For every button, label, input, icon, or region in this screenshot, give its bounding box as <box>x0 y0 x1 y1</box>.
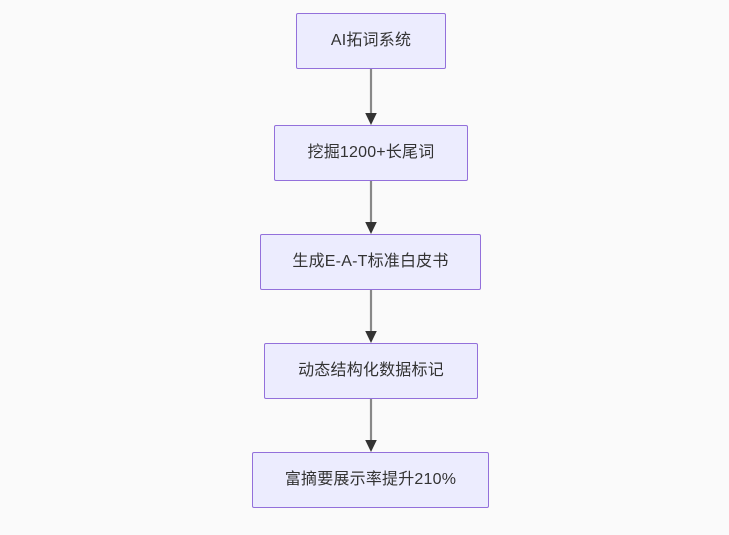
node-label: 动态结构化数据标记 <box>298 362 444 380</box>
flowchart-node-dynamic-structured-data-markup[interactable]: 动态结构化数据标记 <box>264 343 478 399</box>
edge-arrow-icon <box>365 398 377 452</box>
edge-n2-n3 <box>355 181 387 234</box>
node-label: 富摘要展示率提升210% <box>284 471 457 489</box>
edge-n3-n4 <box>355 289 387 343</box>
edge-n4-n5 <box>355 398 387 452</box>
flowchart-node-ai-keyword-system[interactable]: AI拓词系统 <box>296 13 446 69</box>
flowchart-node-rich-snippet-impression-lift[interactable]: 富摘要展示率提升210% <box>252 452 489 508</box>
edge-arrow-icon <box>365 181 377 234</box>
edge-n1-n2 <box>355 69 387 125</box>
flowchart-node-mine-longtail-keywords[interactable]: 挖掘1200+长尾词 <box>274 125 468 181</box>
edge-arrow-icon <box>365 69 377 125</box>
edge-arrow-icon <box>365 289 377 343</box>
node-label: AI拓词系统 <box>330 32 412 50</box>
node-label: 生成E-A-T标准白皮书 <box>292 253 449 271</box>
node-label: 挖掘1200+长尾词 <box>307 144 435 162</box>
flowchart-node-generate-eat-whitepaper[interactable]: 生成E-A-T标准白皮书 <box>260 234 481 290</box>
